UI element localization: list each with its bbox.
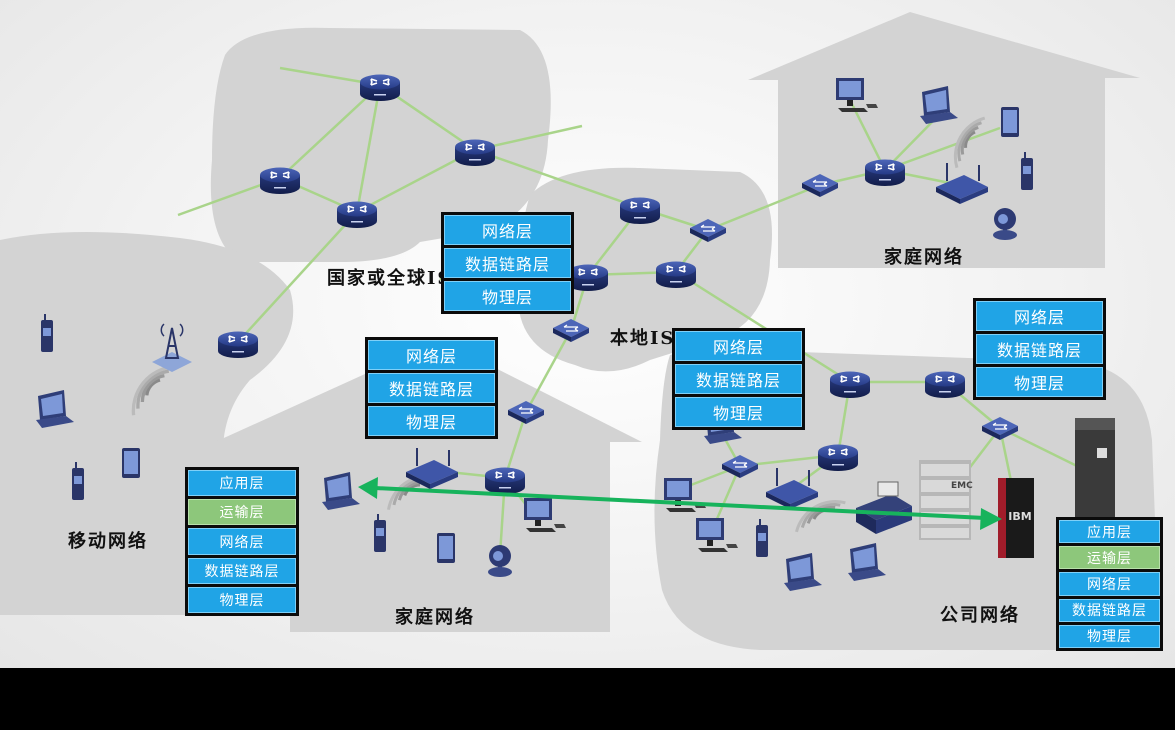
emc-brand: EMC [951, 481, 973, 491]
data-link-layer: 数据链路层 [675, 364, 802, 394]
global-isp-region [210, 27, 551, 263]
network-layer: 网络层 [675, 331, 802, 361]
data-link-layer: 数据链路层 [444, 248, 571, 278]
physical-layer: 物理层 [1059, 624, 1160, 649]
tower-server-icon [1075, 418, 1115, 518]
data-link-layer: 数据链路层 [188, 557, 296, 584]
network-diagram: EMC IBM 国家或全球ISP 本地ISP 家庭网络 移动网络 家庭网络 公司… [0, 0, 1175, 668]
network-layer: 网络层 [976, 301, 1103, 331]
global-isp-label: 国家或全球ISP [327, 268, 468, 289]
ibm-server-icon: IBM [998, 478, 1034, 558]
home-network-label: 家庭网络 [395, 607, 475, 628]
host-protocol-stack: 应用层 运输层 网络层 数据链路层 物理层 [185, 467, 299, 616]
home-network-label: 家庭网络 [884, 247, 964, 268]
transport-layer: 运输层 [1059, 546, 1160, 570]
ibm-brand: IBM [1008, 510, 1031, 523]
network-layer: 网络层 [1059, 572, 1160, 596]
physical-layer: 物理层 [368, 406, 495, 436]
network-layer: 网络层 [444, 215, 571, 245]
router-protocol-stack: 网络层 数据链路层 物理层 [441, 212, 574, 314]
router-protocol-stack: 网络层 数据链路层 物理层 [365, 337, 498, 439]
network-layer: 网络层 [368, 340, 495, 370]
host-protocol-stack: 应用层 运输层 网络层 数据链路层 物理层 [1056, 517, 1163, 651]
physical-layer: 物理层 [976, 367, 1103, 397]
data-link-layer: 数据链路层 [368, 373, 495, 403]
bottom-black-bar [0, 668, 1175, 730]
data-link-layer: 数据链路层 [976, 334, 1103, 364]
cell-tower-icon [152, 323, 192, 372]
end-to-end-arrow [358, 477, 1002, 530]
transport-layer: 运输层 [188, 499, 296, 526]
storage-server-icon: EMC [919, 460, 973, 540]
application-layer: 应用层 [1059, 520, 1160, 544]
mobile-network-label: 移动网络 [68, 531, 148, 552]
data-link-layer: 数据链路层 [1059, 598, 1160, 622]
router-protocol-stack: 网络层 数据链路层 物理层 [973, 298, 1106, 400]
router-protocol-stack: 网络层 数据链路层 物理层 [672, 328, 805, 430]
network-layer: 网络层 [188, 528, 296, 555]
home-network-top-region [748, 12, 1140, 268]
application-layer: 应用层 [188, 470, 296, 497]
company-network-label: 公司网络 [940, 605, 1020, 626]
local-isp-label: 本地ISP [610, 328, 691, 349]
physical-layer: 物理层 [188, 586, 296, 614]
physical-layer: 物理层 [444, 281, 571, 311]
physical-layer: 物理层 [675, 397, 802, 427]
local-isp-region [517, 167, 772, 372]
